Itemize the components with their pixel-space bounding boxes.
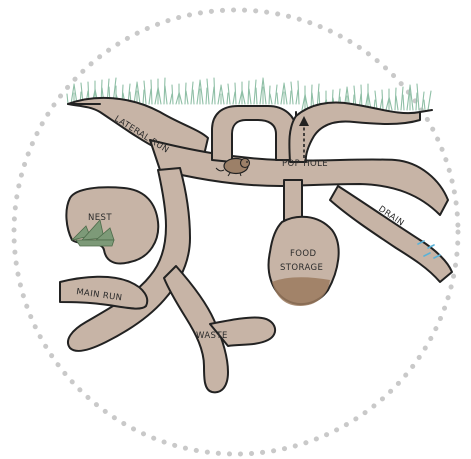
grass-blade bbox=[289, 90, 292, 105]
grass-blade bbox=[150, 79, 153, 105]
grass-blade bbox=[259, 78, 264, 105]
grass-blade bbox=[220, 84, 225, 105]
grass-blade bbox=[148, 88, 152, 105]
grass-blade bbox=[234, 82, 237, 105]
grass-blade bbox=[280, 83, 285, 105]
grass-blade bbox=[205, 87, 208, 105]
grass-blade bbox=[416, 83, 420, 111]
grass-blade bbox=[423, 99, 426, 111]
grass-blade bbox=[157, 86, 162, 105]
grass-blade bbox=[381, 89, 384, 111]
grass-blade bbox=[211, 86, 215, 105]
waste-side-branch bbox=[209, 316, 277, 347]
drain-tunnel bbox=[329, 185, 453, 283]
nest-chamber bbox=[65, 186, 160, 265]
grass-blade bbox=[227, 83, 231, 105]
food-pile bbox=[272, 277, 330, 306]
grass-blade bbox=[276, 92, 279, 105]
water-droplets-icon bbox=[417, 240, 441, 259]
grass-blade bbox=[402, 94, 405, 111]
arrow-up-icon bbox=[299, 116, 309, 158]
grass-blade bbox=[297, 80, 300, 105]
main-run-tunnel bbox=[59, 275, 149, 310]
vole-icon bbox=[215, 157, 251, 177]
grass-blade bbox=[199, 79, 204, 105]
grass-blade bbox=[274, 84, 278, 105]
food-storage-label-line2: STORAGE bbox=[280, 263, 323, 273]
grass-blade bbox=[163, 77, 166, 105]
ground-line bbox=[67, 103, 433, 117]
grass-blade bbox=[164, 85, 168, 105]
grass-blade bbox=[171, 84, 174, 105]
food-storage-label-line1: FOOD bbox=[290, 249, 316, 259]
grass-blade bbox=[406, 85, 411, 111]
pop-hole-tunnel bbox=[211, 105, 297, 163]
grass-blade bbox=[133, 82, 138, 105]
dotted-border bbox=[11, 7, 461, 457]
grass-blade bbox=[262, 77, 267, 105]
grass-blade bbox=[190, 81, 194, 105]
grass-blade bbox=[232, 91, 236, 105]
grass-blade bbox=[400, 86, 404, 111]
grass-blade bbox=[213, 77, 216, 105]
grass-blade bbox=[253, 79, 257, 105]
grass-blade bbox=[142, 89, 145, 105]
grass-blade bbox=[415, 92, 418, 111]
grass-blade bbox=[136, 81, 141, 105]
grass-blade bbox=[66, 93, 69, 105]
nest-grass-icon bbox=[70, 219, 115, 247]
grass-blade bbox=[269, 93, 273, 105]
grass-blade bbox=[427, 90, 432, 111]
grass-blade bbox=[70, 84, 75, 105]
main-trunk-tunnel bbox=[67, 167, 191, 352]
grass-blade bbox=[379, 98, 383, 111]
grass-blade bbox=[374, 90, 378, 111]
grass-blade bbox=[143, 80, 147, 105]
grass-blade bbox=[283, 82, 288, 105]
waste-tunnel bbox=[163, 265, 229, 394]
grass-blade bbox=[206, 78, 210, 105]
grass-blade bbox=[248, 88, 252, 105]
burrow-tunnels bbox=[59, 96, 453, 394]
waste-label: WASTE bbox=[196, 331, 228, 341]
grass-blade bbox=[388, 96, 393, 111]
grass-blade bbox=[226, 92, 229, 105]
grass-blade bbox=[178, 91, 183, 105]
grass-blade bbox=[169, 93, 173, 105]
surface-entry-tunnel bbox=[288, 101, 421, 163]
grass-blade bbox=[255, 87, 258, 105]
grass-blade bbox=[409, 84, 414, 111]
grass-blade bbox=[192, 89, 195, 105]
grass-blade bbox=[185, 90, 189, 105]
grass-blade bbox=[290, 81, 294, 105]
pop-hole-label: POP HOLE bbox=[282, 159, 328, 169]
nest-label: NEST bbox=[88, 213, 112, 223]
grass-blade bbox=[295, 89, 299, 105]
grass-blade bbox=[247, 80, 250, 105]
grass-blade bbox=[268, 85, 271, 105]
grass-blade bbox=[394, 87, 397, 111]
grass-blade bbox=[421, 91, 425, 111]
grass-blade bbox=[395, 95, 399, 111]
grass-blade bbox=[217, 85, 222, 105]
grass-blade bbox=[184, 82, 187, 105]
grass-blade bbox=[241, 89, 246, 105]
grass-blade bbox=[196, 80, 201, 105]
